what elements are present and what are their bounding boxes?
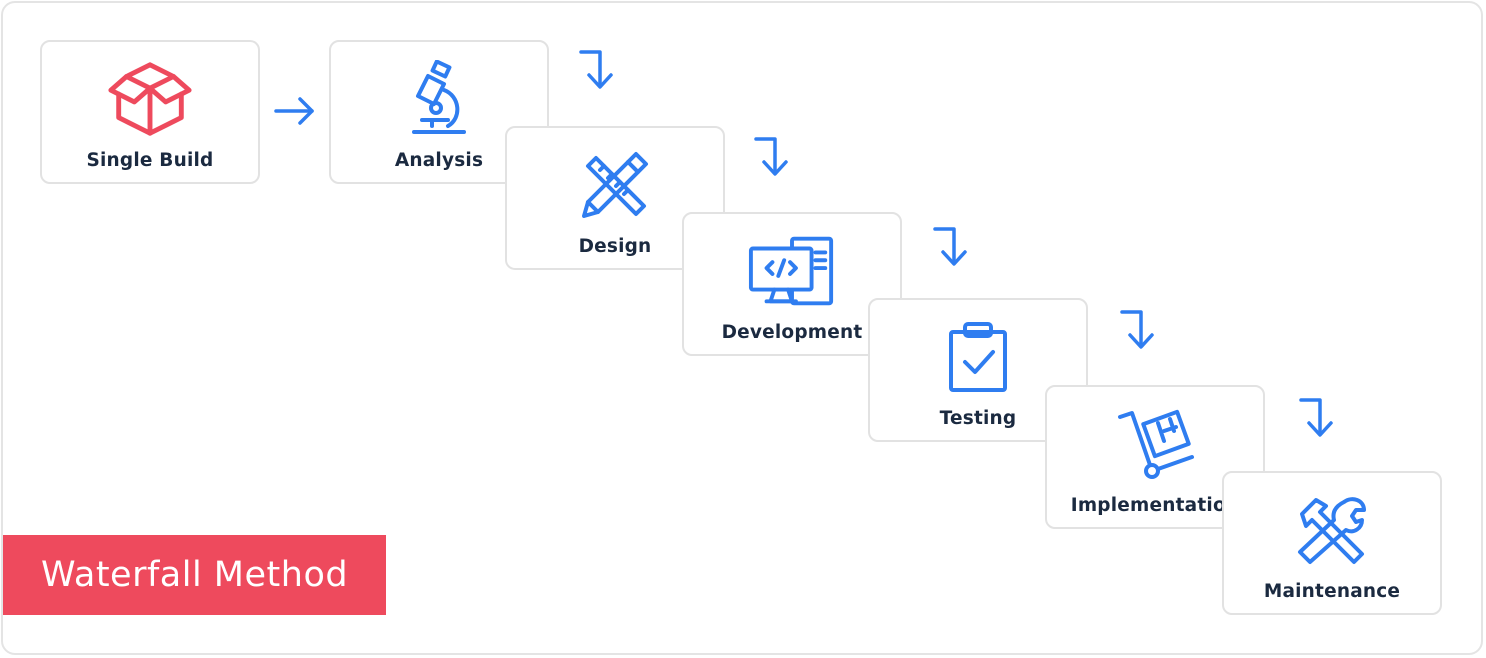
step-analysis: Analysis: [329, 40, 549, 184]
pencil-ruler-icon: [570, 144, 660, 226]
step-label: Single Build: [86, 150, 214, 171]
arrow-down-turn-icon: [579, 50, 613, 89]
step-maintenance: Maintenance: [1222, 471, 1442, 615]
microscope-icon: [394, 58, 484, 140]
step-label: Testing: [939, 408, 1017, 429]
step-label: Development: [721, 322, 863, 343]
arrow-down-turn-icon: [1120, 310, 1154, 349]
step-development: Development: [682, 212, 902, 356]
step-single-build: Single Build: [40, 40, 260, 184]
arrow-down-turn-icon: [754, 137, 788, 176]
title-banner: Waterfall Method: [3, 535, 386, 615]
arrow-down-turn-icon: [1299, 398, 1333, 437]
step-label: Design: [578, 236, 652, 257]
clipboard-check-icon: [933, 316, 1023, 398]
wrench-hammer-icon: [1287, 489, 1377, 571]
diagram-title: Waterfall Method: [41, 555, 349, 595]
step-label: Maintenance: [1263, 581, 1401, 602]
arrow-right-icon: [274, 97, 314, 125]
box-icon: [105, 58, 195, 140]
arrow-down-turn-icon: [933, 227, 967, 266]
step-label: Analysis: [394, 150, 484, 171]
computer-code-icon: [747, 230, 837, 312]
hand-truck-icon: [1110, 403, 1200, 485]
step-label: Implementation: [1070, 495, 1240, 516]
